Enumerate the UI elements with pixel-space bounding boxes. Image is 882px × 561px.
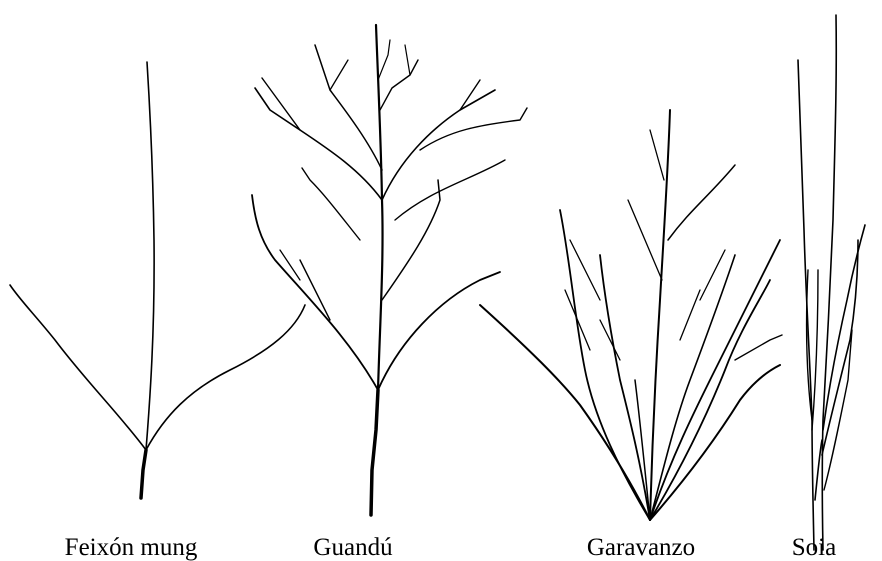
plant-label-soybean: Soia (792, 535, 836, 561)
plant-label-chickpea: Garavanzo (587, 535, 695, 561)
plant-label-pigeonpea: Guandú (313, 535, 392, 561)
plant-drawing-chickpea (480, 110, 782, 520)
plant-drawing-pigeonpea (252, 25, 527, 515)
plant-drawing-mung (10, 62, 305, 498)
plant-drawing-soybean (798, 15, 865, 550)
plant-label-mung: Feixón mung (65, 535, 198, 561)
